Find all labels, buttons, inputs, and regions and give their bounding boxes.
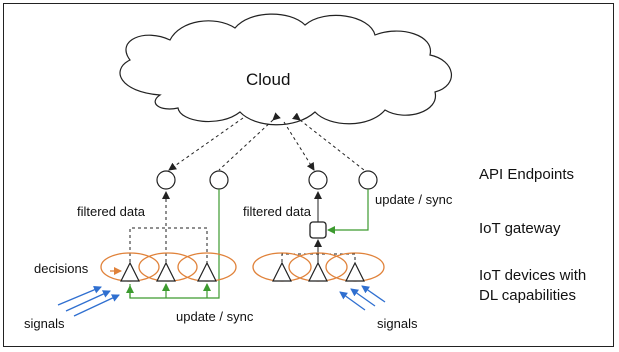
right-signal-3 bbox=[361, 285, 386, 303]
api-endpoints bbox=[156, 170, 378, 190]
decisions-label: decisions bbox=[34, 261, 89, 276]
right-filtered-bus bbox=[281, 253, 356, 268]
link-cloud-api4 bbox=[292, 112, 365, 171]
link-cloud-api3 bbox=[283, 121, 315, 171]
left-signal-1 bbox=[57, 286, 102, 306]
left-devices bbox=[120, 261, 217, 282]
legend-api-endpoints: API Endpoints bbox=[479, 166, 575, 183]
left-filtered-links bbox=[129, 191, 208, 268]
left-signal-2 bbox=[65, 290, 111, 312]
api-endpoint-3 bbox=[308, 170, 328, 190]
cloud-to-endpoint-links bbox=[168, 112, 365, 171]
right-signal-2 bbox=[350, 288, 376, 307]
diagram-frame bbox=[3, 3, 614, 347]
right-device-3 bbox=[345, 261, 365, 282]
update-sync-label-bottom: update / sync bbox=[176, 309, 254, 324]
link-cloud-api1 bbox=[168, 117, 244, 171]
signals-label-right: signals bbox=[377, 316, 418, 331]
right-signal-1 bbox=[339, 291, 366, 311]
signals-label-left: signals bbox=[24, 316, 65, 331]
legend-devices-line2: DL capabilities bbox=[479, 287, 576, 304]
left-device-1 bbox=[120, 261, 140, 282]
cloud-shape bbox=[119, 13, 453, 126]
right-device-1 bbox=[272, 261, 292, 282]
right-update-sync-line bbox=[327, 189, 369, 234]
update-sync-label-top: update / sync bbox=[375, 192, 453, 207]
left-device-3 bbox=[197, 261, 217, 282]
left-filtered-bus bbox=[129, 227, 208, 268]
cloud-label: Cloud bbox=[246, 70, 291, 89]
right-devices bbox=[272, 261, 365, 282]
left-signal-arrows bbox=[57, 286, 120, 317]
api-endpoint-4 bbox=[358, 170, 378, 190]
left-device-2 bbox=[156, 261, 176, 282]
right-device-2 bbox=[308, 261, 328, 282]
legend-devices-line1: IoT devices with bbox=[479, 267, 587, 284]
api-endpoint-1 bbox=[156, 170, 176, 190]
filtered-data-label-right: filtered data bbox=[243, 204, 311, 219]
link-cloud-api2 bbox=[218, 112, 281, 171]
api-endpoint-2 bbox=[209, 170, 229, 190]
left-signal-3 bbox=[73, 294, 120, 317]
legend-iot-gateway: IoT gateway bbox=[479, 220, 561, 237]
filtered-data-label-left: filtered data bbox=[77, 204, 145, 219]
right-signal-arrows bbox=[339, 285, 386, 311]
iot-gateway-box bbox=[309, 221, 327, 239]
